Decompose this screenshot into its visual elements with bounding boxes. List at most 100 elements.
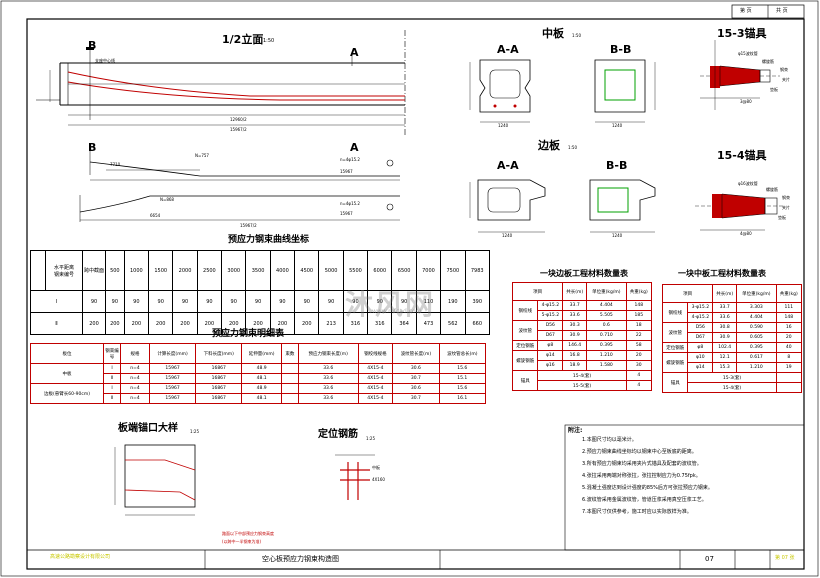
detail-len: 33.6 <box>297 363 359 374</box>
note-3: 3.所有预应力钢束均采用夹片式锚具及配套的波纹管。 <box>582 461 702 467</box>
anchor-15-3 <box>700 40 780 110</box>
em-w: 185 <box>625 310 653 321</box>
em-w: 4 <box>625 380 653 391</box>
curve-h: 500 <box>105 250 125 291</box>
em-len: 30.9 <box>562 330 588 341</box>
elevation-title: 1/2立面 <box>222 33 264 46</box>
edge-plate-dim-b: 1240 <box>612 233 623 238</box>
tendon1-len: 15967 <box>340 169 353 174</box>
detail-cut: 16867 <box>195 383 243 394</box>
em-len: 30.3 <box>562 320 588 331</box>
edge-plate-aa: A-A <box>497 159 519 172</box>
mm-unit: 0.617 <box>736 352 777 363</box>
mm-len: 30.8 <box>712 322 738 333</box>
mm-unit: 0.395 <box>736 342 777 353</box>
mm-len: 33.6 <box>712 312 738 323</box>
curve-cell: 660 <box>464 312 490 335</box>
detail-id: Ⅰ <box>103 383 121 394</box>
detail-cut: 16867 <box>195 363 243 374</box>
curve-h: 7983 <box>464 250 490 291</box>
em-item: 定位钢筋 <box>511 340 539 351</box>
locator-title: 定位钢筋 <box>318 429 358 440</box>
watermark-sub: www.mfcad.com <box>372 308 422 315</box>
mm-spec: 4-φ15.2 <box>687 312 714 323</box>
mm-spec: 3-φ15.2 <box>687 302 714 313</box>
curve-cell: 562 <box>440 312 466 335</box>
detail-calc: 15967 <box>148 373 197 384</box>
detail-calc: 15967 <box>148 383 197 394</box>
mm-unit: 0.605 <box>736 332 777 343</box>
tendon1-spec: n=4φ15.2 <box>340 157 360 162</box>
detail-total: 15.1 <box>438 373 487 384</box>
em-len: 146.4 <box>562 340 588 351</box>
anchor-15-4 <box>695 193 785 231</box>
dim-half-length: 15967/2 <box>230 127 247 132</box>
detail-cut: 16867 <box>195 393 243 404</box>
watermark: 沐风网 <box>345 288 436 321</box>
curve-cell: 200 <box>294 312 320 335</box>
em-item: 螺旋钢筋 <box>511 350 539 371</box>
em-w: 4 <box>625 370 653 381</box>
curve-h: 2000 <box>172 250 198 291</box>
curve-row-id: Ⅱ <box>30 312 83 335</box>
mm-item: 钢绞线 <box>661 302 689 323</box>
anchor-154-wedge: 夹片 <box>782 205 790 210</box>
anchor-153-pitch: 3@80 <box>740 99 752 104</box>
note-7: 7.本图尺寸仅供参考，施工时应以实际放样为准。 <box>582 509 692 515</box>
curve-h: 6500 <box>391 250 417 291</box>
edge-plate-bb <box>589 179 656 233</box>
detail-calc: 15967 <box>148 363 197 374</box>
em-unit: 0.395 <box>586 340 627 351</box>
em-h: 单位重(kg/m) <box>586 282 627 301</box>
tendon2-n: N=868 <box>160 197 174 202</box>
mm-w: 148 <box>775 312 803 323</box>
anchor-mouth-detail <box>114 444 196 516</box>
mm-item: 螺旋钢筋 <box>661 352 689 373</box>
detail-h: 钢束编号 <box>103 343 121 364</box>
mm-len: 33.7 <box>712 302 738 313</box>
detail-h: 延伸量(mm) <box>241 343 282 364</box>
em-item: 钢绞线 <box>511 300 539 321</box>
em-unit: 0.6 <box>586 320 627 331</box>
edge-plate-title: 边板 <box>538 139 560 152</box>
anchor-154-pitch: 4@80 <box>740 231 752 236</box>
detail-h: 预应力钢束长度(m) <box>297 343 359 364</box>
note-1: 1.本图尺寸均以毫米计。 <box>582 437 637 443</box>
curve-corner-mid: 钢束编号 <box>53 271 74 278</box>
curve-cell: 190 <box>440 290 466 313</box>
anchor-154-plate: 垫板 <box>778 215 786 220</box>
curve-cell: 200 <box>245 312 271 335</box>
anchor-153-strand: 钢束 <box>780 67 788 72</box>
curve-row-id: Ⅰ <box>30 290 83 313</box>
curve-h: 6000 <box>367 250 393 291</box>
detail-count <box>280 383 299 394</box>
detail-id: Ⅱ <box>103 393 121 404</box>
mm-len: 30.9 <box>712 332 738 343</box>
detail-h: 钢绞线规格 <box>357 343 394 364</box>
tendon2-dim: 6654 <box>150 213 161 218</box>
curve-cell: 213 <box>318 312 344 335</box>
em-spec: 15-5(套) <box>537 380 627 391</box>
curve-col0: 跨中截面 <box>82 250 106 291</box>
curve-h: 4000 <box>269 250 296 291</box>
tendon2-len: 15967 <box>340 211 353 216</box>
curve-corner-top: 水平距离 <box>53 264 74 271</box>
detail-ext: 48.1 <box>241 393 282 404</box>
elevation-scale: 1:50 <box>263 38 275 44</box>
detail-h: 规格 <box>120 343 150 364</box>
tendon2-spec: n=4φ15.2 <box>340 201 360 206</box>
mm-spec: 15-3(套) <box>687 372 777 383</box>
mm-item: 锚具 <box>661 372 689 393</box>
anchor-detail-scale: 1:25 <box>190 429 199 434</box>
edge-plate-bb: B-B <box>606 159 628 172</box>
em-unit: 5.505 <box>586 310 627 321</box>
em-item: 锚具 <box>511 370 539 391</box>
detail-len: 33.6 <box>297 383 359 394</box>
detail-h: 板位 <box>30 343 104 364</box>
curve-h: 7500 <box>440 250 466 291</box>
anchor-153-wedge: 夹片 <box>782 77 790 82</box>
locator-mid: 中板 <box>372 465 380 470</box>
middle-plate-aa <box>469 59 531 123</box>
middle-plate-dim-a: 1240 <box>498 123 509 128</box>
note-4: 4.张拉采用两端对称张拉，张拉控制应力为0.75fpk。 <box>582 473 701 479</box>
